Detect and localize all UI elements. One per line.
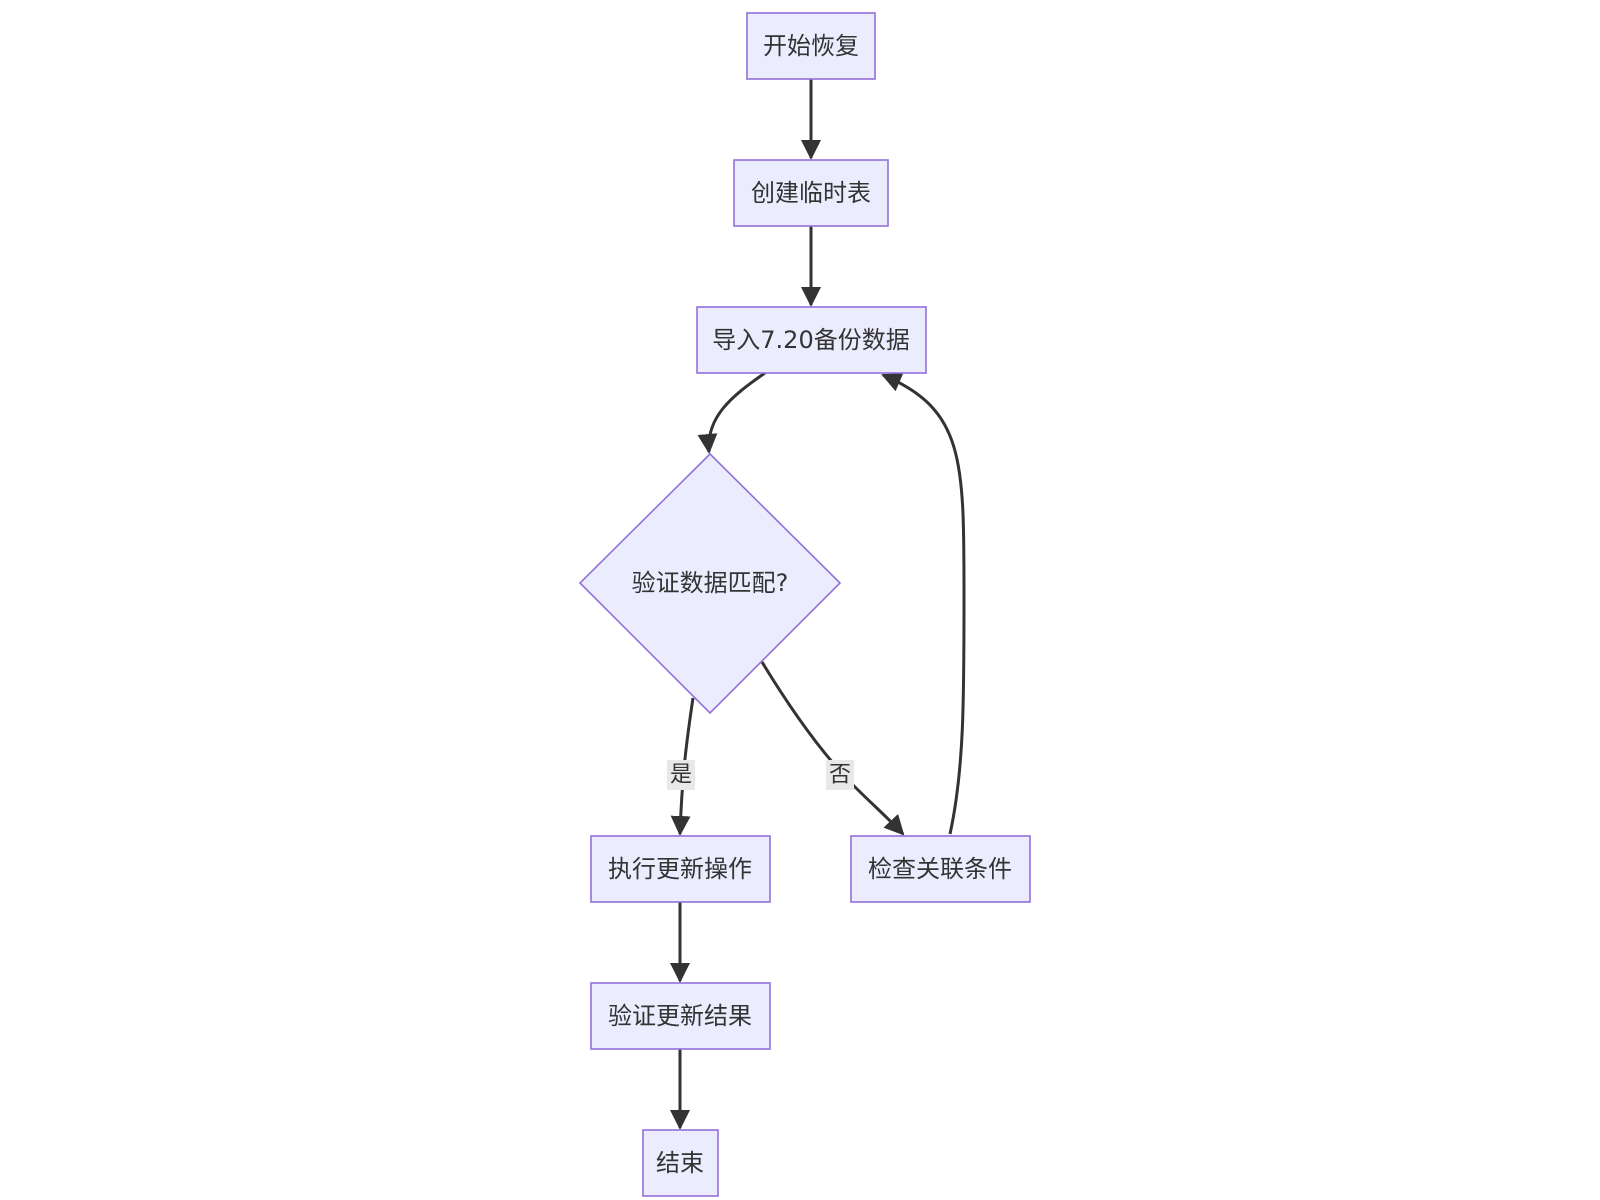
node-check-relations-label: 检查关联条件	[868, 855, 1012, 883]
edge-import-to-verify-match	[697, 371, 766, 454]
edge-label-no: 否	[826, 760, 854, 790]
edge-label-yes: 是	[667, 760, 695, 790]
node-start-label: 开始恢复	[763, 32, 859, 60]
node-verify-match: 验证数据匹配?	[578, 452, 842, 715]
node-create-temp-label: 创建临时表	[751, 179, 871, 207]
node-check-relations: 检查关联条件	[850, 835, 1031, 903]
node-verify-match-label: 验证数据匹配?	[632, 569, 789, 597]
edge-verify-match-to-check-relations	[760, 661, 905, 836]
edge-label-yes-text: 是	[670, 763, 692, 788]
node-start: 开始恢复	[746, 12, 876, 80]
node-end: 结束	[642, 1129, 719, 1197]
node-import: 导入7.20备份数据	[696, 306, 927, 374]
node-create-temp: 创建临时表	[733, 159, 889, 227]
node-execute-update-label: 执行更新操作	[608, 855, 752, 883]
edge-check-relations-to-import	[881, 372, 966, 835]
node-verify-result: 验证更新结果	[590, 982, 771, 1050]
node-end-label: 结束	[656, 1149, 704, 1177]
node-import-label: 导入7.20备份数据	[712, 326, 909, 354]
edge-label-no-text: 否	[829, 763, 851, 788]
node-execute-update: 执行更新操作	[590, 835, 771, 903]
edge-verify-match-to-execute-update	[670, 697, 695, 836]
node-verify-result-label: 验证更新结果	[608, 1002, 752, 1030]
